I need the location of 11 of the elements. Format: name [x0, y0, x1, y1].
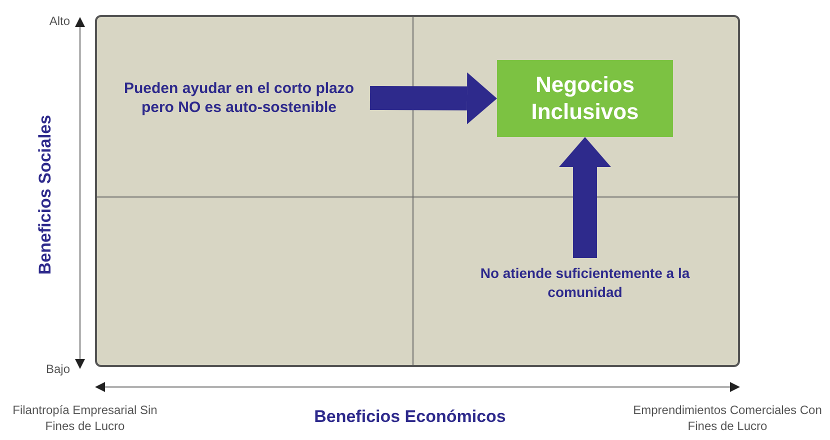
block-arrow	[370, 72, 497, 124]
axis-label: Bajo	[44, 361, 70, 378]
axis-title: Beneficios Económicos	[313, 406, 507, 428]
axis-end-label: Filantropía Empresarial Sin Fines de Lucro	[12, 402, 158, 434]
highlight-box: Negocios Inclusivos	[497, 60, 673, 137]
axis-end-label: Emprendimientos Comerciales Con Fines de Lucro	[632, 402, 823, 434]
quadrant-note: Pueden ayudar en el corto plazo pero NO es auto-sostenible	[108, 74, 370, 122]
quadrant-note: No atiende suficientemente a la comunidad	[480, 258, 690, 308]
axis-label: Alto	[48, 13, 70, 30]
axis-title: Beneficios Sociales	[34, 114, 56, 277]
block-arrow	[559, 137, 611, 258]
